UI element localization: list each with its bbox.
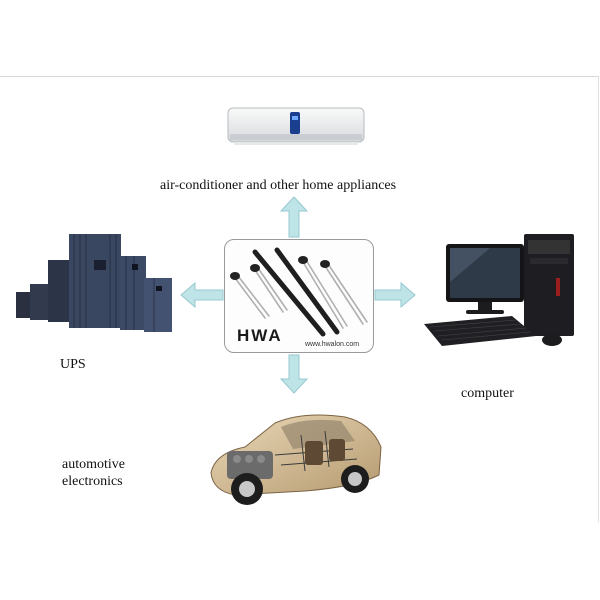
air-conditioner-icon bbox=[227, 107, 365, 145]
label-computer: computer bbox=[461, 386, 514, 401]
label-automotive: automotive bbox=[62, 457, 125, 472]
car-cutaway-icon bbox=[210, 414, 382, 505]
thermistor-probe-icon bbox=[230, 247, 368, 337]
ups-cabinet-icon bbox=[16, 234, 172, 332]
label-home-appliances: air-conditioner and other home appliance… bbox=[160, 178, 397, 193]
brand-logo: HWA bbox=[237, 326, 283, 345]
label-ups: UPS bbox=[60, 357, 86, 372]
arrow-right bbox=[374, 282, 416, 308]
arrow-down bbox=[280, 354, 308, 394]
brand-url: www.hwalon.com bbox=[305, 341, 360, 348]
diagram-panel bbox=[0, 76, 599, 522]
desktop-computer-icon bbox=[424, 234, 574, 346]
thermistor-product-box: HWA www.hwalon.com bbox=[224, 239, 374, 353]
arrow-up bbox=[280, 196, 308, 238]
label-electronics: electronics bbox=[62, 474, 123, 489]
arrow-left bbox=[180, 282, 224, 308]
